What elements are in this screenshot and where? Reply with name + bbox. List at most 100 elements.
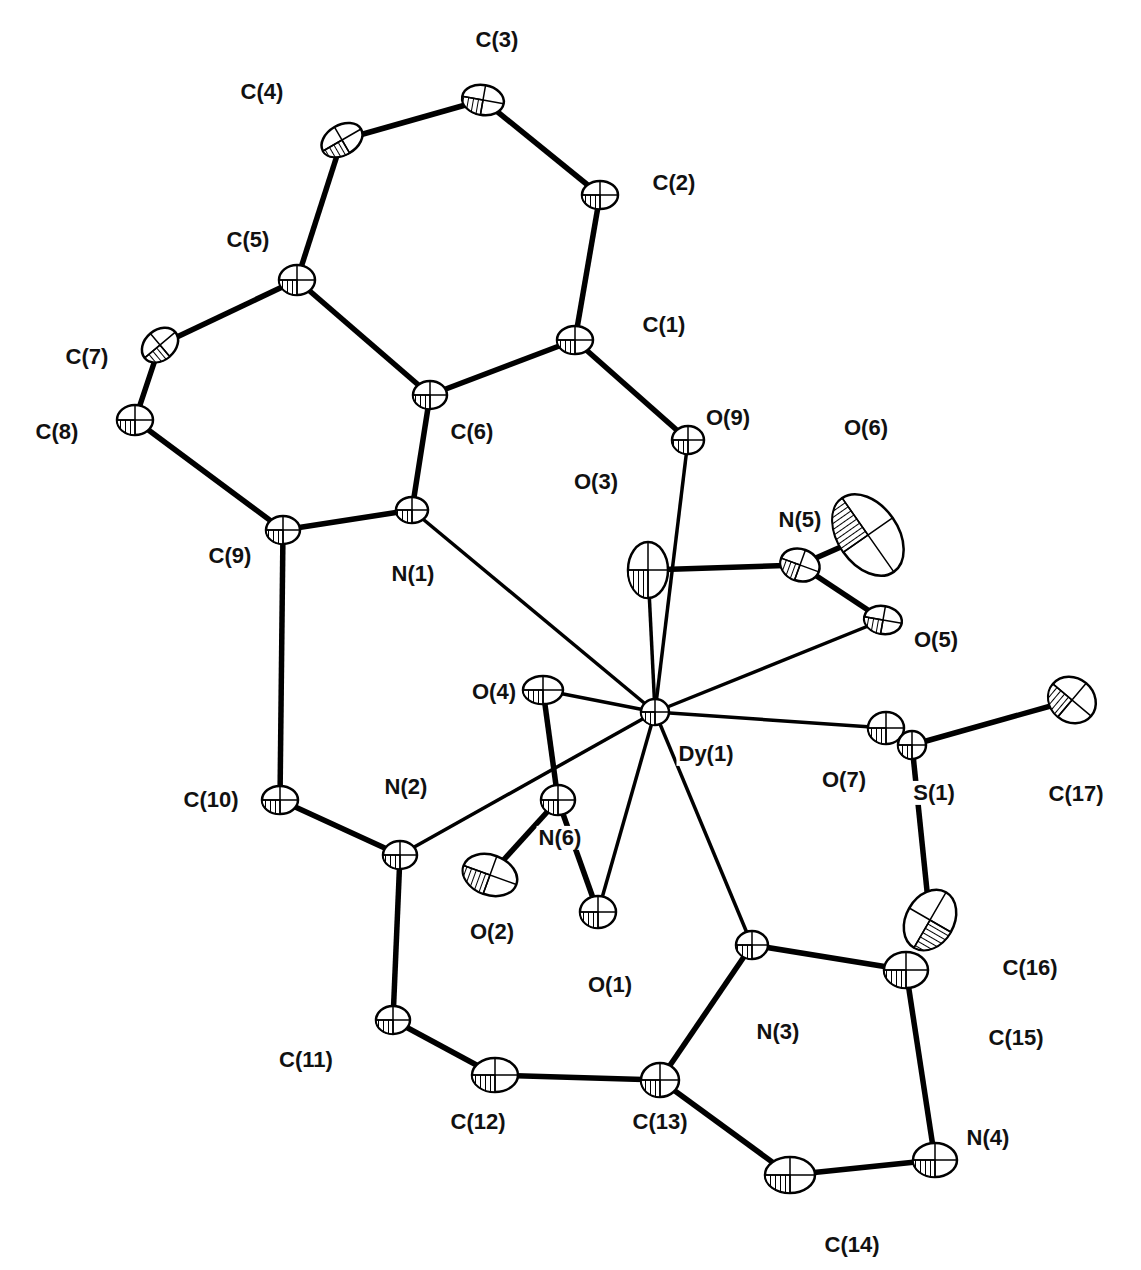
thermal-ellipsoid [262,786,298,814]
principal-axes [818,481,919,589]
covalent-bond [575,195,600,340]
thermal-ellipsoid [279,265,315,295]
principal-axes [383,841,417,869]
ellipsoid-outline [862,603,904,637]
covalent-bond [412,395,430,510]
ellipsoid-octant [580,912,598,928]
atom-label: C(6) [449,420,496,444]
thermal-ellipsoid [117,405,153,435]
ellipsoid-outline [396,497,428,523]
ellipsoid-octant [279,280,297,295]
ellipsoid-octant [641,712,655,725]
principal-axes [672,426,704,454]
ellipsoid-outline [457,847,523,904]
principal-axes [117,405,153,435]
atom-label: C(17) [1046,782,1105,806]
ellipsoid-outline [818,481,919,589]
thermal-ellipsoid [628,542,668,598]
ellipsoid-octant [472,1075,495,1092]
ellipsoid-outline [628,542,668,598]
principal-axes [135,321,185,370]
principal-axes [913,1143,957,1177]
covalent-bond [430,340,575,395]
ellipsoid-outline [1039,667,1106,733]
atom-label: C(7) [64,345,111,369]
atom-label: O(1) [586,973,634,997]
covalent-bond [752,945,906,970]
ellipsoid-outline [315,116,368,164]
ellipsoid-octant [266,530,283,544]
ellipsoid-outline [884,952,928,988]
atom-label: C(15) [986,1026,1045,1050]
coordination-bond [655,712,752,945]
principal-axes [884,952,928,988]
ellipsoid-outline [383,841,417,869]
principal-axes [396,497,428,523]
thermal-ellipsoid [1039,667,1106,733]
ellipsoid-outline [893,880,967,959]
ellipsoid-outline [279,265,315,295]
ellipsoid-outline [413,381,447,409]
thermal-ellipsoid [862,603,904,637]
atom-label: C(12) [448,1110,507,1134]
ellipsoid-octant [376,1020,393,1034]
atom-label: N(6) [537,826,584,850]
thermal-ellipsoid [884,952,928,988]
thermal-ellipsoid [541,785,575,815]
ellipsoid-octant [541,800,558,815]
principal-axes [460,82,507,119]
atom-label: N(5) [777,508,824,532]
covalent-bond [660,945,752,1080]
atom-label: O(9) [704,406,752,430]
thermal-ellipsoid [557,326,593,354]
thermal-ellipsoid [266,516,300,544]
thermal-ellipsoid [898,731,926,759]
covalent-bond [495,1075,660,1080]
principal-axes [315,116,368,164]
atom-label: N(2) [383,775,430,799]
principal-axes [1039,667,1106,733]
ellipsoid-octant [628,570,648,598]
covalent-bond [575,340,688,440]
ellipsoid-outline [641,1063,679,1097]
principal-axes [580,896,616,928]
ellipsoid-outline [523,676,563,704]
thermal-ellipsoid [776,543,825,587]
covalent-bond [543,690,558,800]
thermal-ellipsoid [523,676,563,704]
covalent-bond [283,510,412,530]
ellipsoid-outline [472,1058,518,1092]
atom-label: N(4) [965,1126,1012,1150]
atom-label: S(1) [911,781,957,805]
ellipsoid-octant [898,745,912,759]
atom-label: C(13) [630,1110,689,1134]
thermal-ellipsoid [641,699,669,725]
principal-axes [641,699,669,725]
principal-axes [641,1063,679,1097]
ellipsoid-octant [641,1080,660,1097]
atom-label: N(1) [390,562,437,586]
thermal-ellipsoid [641,1063,679,1097]
covalent-bond [135,420,283,530]
ellipsoid-octant [383,855,400,869]
ellipsoid-outline [898,731,926,759]
thermal-ellipsoid [736,931,768,959]
atom-label: C(10) [181,788,240,812]
thermal-ellipsoid [315,116,368,164]
atom-label: O(5) [912,628,960,652]
thermal-ellipsoid [413,381,447,409]
ellipsoid-octant [117,420,135,435]
thermal-ellipsoid [818,481,919,589]
covalent-bond [483,100,600,195]
atom-label: C(4) [239,80,286,104]
ellipsoid-octant [884,970,906,988]
ellipsoid-octant [523,690,543,704]
ellipsoid-octant [868,728,886,744]
ellipsoid-outline [262,786,298,814]
thermal-ellipsoid [460,82,507,119]
thermal-ellipsoid [580,896,616,928]
atom-label: C(1) [641,313,688,337]
principal-axes [472,1058,518,1092]
principal-axes [523,676,563,704]
